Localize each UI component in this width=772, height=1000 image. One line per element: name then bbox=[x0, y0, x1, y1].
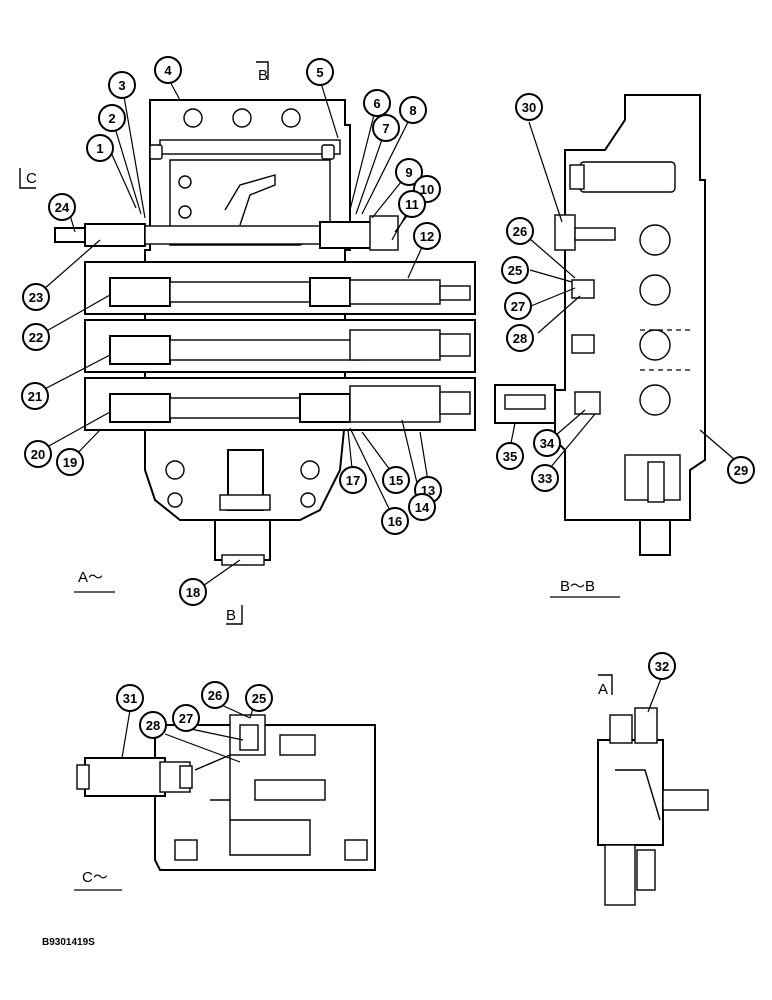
callout-28: 28 bbox=[506, 324, 534, 352]
callout-number: 28 bbox=[513, 331, 527, 346]
callout-number: 17 bbox=[346, 473, 360, 488]
callout-number: 20 bbox=[31, 447, 45, 462]
callout-27: 27 bbox=[172, 704, 200, 732]
callout-6: 6 bbox=[363, 89, 391, 117]
callout-number: 2 bbox=[108, 111, 115, 126]
section-mark-b-top: B bbox=[256, 61, 269, 84]
callout-20: 20 bbox=[24, 440, 52, 468]
callout-18: 18 bbox=[179, 578, 207, 606]
callout-number: 16 bbox=[388, 514, 402, 529]
callout-4: 4 bbox=[154, 56, 182, 84]
callout-number: 11 bbox=[405, 197, 419, 212]
callout-29: 29 bbox=[727, 456, 755, 484]
callout-17: 17 bbox=[339, 466, 367, 494]
callout-number: 25 bbox=[252, 691, 266, 706]
callout-number: 25 bbox=[508, 263, 522, 278]
callout-number: 6 bbox=[373, 96, 380, 111]
drawing-code: B9301419S bbox=[42, 937, 95, 948]
section-mark-c: C bbox=[19, 168, 37, 189]
view-bb-drawing bbox=[494, 94, 706, 556]
callout-number: 18 bbox=[186, 585, 200, 600]
callout-7: 7 bbox=[372, 114, 400, 142]
callout-1: 1 bbox=[86, 134, 114, 162]
section-b-bottom-text: B bbox=[226, 607, 236, 624]
callout-28: 28 bbox=[139, 711, 167, 739]
view-c-label: C～ bbox=[82, 869, 108, 886]
callout-number: 27 bbox=[511, 299, 525, 314]
callout-3: 3 bbox=[108, 71, 136, 99]
callout-number: 14 bbox=[415, 500, 430, 515]
section-mark-b-bottom: B bbox=[226, 605, 243, 625]
callout-number: 26 bbox=[513, 224, 527, 239]
callout-12: 12 bbox=[413, 222, 441, 250]
callout-21: 21 bbox=[21, 382, 49, 410]
callout-number: 7 bbox=[382, 121, 389, 136]
section-b-top-text: B bbox=[258, 67, 268, 84]
callout-26: 26 bbox=[506, 217, 534, 245]
callout-16: 16 bbox=[381, 507, 409, 535]
callout-number: 5 bbox=[316, 65, 323, 80]
callout-14: 14 bbox=[408, 493, 436, 521]
callout-33: 33 bbox=[531, 464, 559, 492]
section-mark-a: A bbox=[598, 674, 613, 698]
callout-35: 35 bbox=[496, 442, 524, 470]
callout-number: 15 bbox=[389, 473, 403, 488]
callout-34: 34 bbox=[533, 429, 561, 457]
callout-27: 27 bbox=[504, 292, 532, 320]
callout-2: 2 bbox=[98, 104, 126, 132]
callout-11: 11 bbox=[398, 190, 426, 218]
callout-26: 26 bbox=[201, 681, 229, 709]
view-bb-label: B～B bbox=[560, 578, 595, 595]
callout-number: 32 bbox=[655, 659, 669, 674]
callout-number: 27 bbox=[179, 711, 193, 726]
callout-31: 31 bbox=[116, 684, 144, 712]
callout-number: 8 bbox=[409, 103, 416, 118]
view-a-small-drawing bbox=[597, 707, 709, 906]
view-a-drawing bbox=[54, 99, 476, 566]
callout-number: 28 bbox=[146, 718, 160, 733]
section-a-text: A bbox=[598, 681, 608, 698]
callout-25: 25 bbox=[245, 684, 273, 712]
callout-32: 32 bbox=[648, 652, 676, 680]
view-a-label: A～ bbox=[78, 569, 103, 586]
section-c-text: C bbox=[26, 170, 37, 187]
callout-number: 35 bbox=[503, 449, 517, 464]
callout-19: 19 bbox=[56, 448, 84, 476]
callout-number: 34 bbox=[540, 436, 555, 451]
callout-number: 31 bbox=[123, 691, 137, 706]
callout-8: 8 bbox=[399, 96, 427, 124]
callout-25: 25 bbox=[501, 256, 529, 284]
callout-number: 29 bbox=[734, 463, 748, 478]
callout-22: 22 bbox=[22, 323, 50, 351]
callout-number: 10 bbox=[420, 182, 434, 197]
callout-number: 12 bbox=[420, 229, 434, 244]
callout-30: 30 bbox=[515, 93, 543, 121]
view-c-drawing bbox=[76, 714, 376, 871]
callout-number: 1 bbox=[96, 141, 103, 156]
callout-number: 19 bbox=[63, 455, 77, 470]
callout-5: 5 bbox=[306, 58, 334, 86]
callout-number: 24 bbox=[55, 200, 70, 215]
callout-number: 22 bbox=[29, 330, 43, 345]
callout-9: 9 bbox=[395, 158, 423, 186]
callout-23: 23 bbox=[22, 283, 50, 311]
callout-number: 3 bbox=[118, 78, 125, 93]
callout-number: 33 bbox=[538, 471, 552, 486]
callout-number: 4 bbox=[164, 63, 172, 78]
callout-number: 9 bbox=[405, 165, 412, 180]
callout-24: 24 bbox=[48, 193, 76, 221]
callout-number: 26 bbox=[208, 688, 222, 703]
callout-number: 23 bbox=[29, 290, 43, 305]
callout-number: 21 bbox=[28, 389, 42, 404]
callout-15: 15 bbox=[382, 466, 410, 494]
callout-number: 30 bbox=[522, 100, 536, 115]
